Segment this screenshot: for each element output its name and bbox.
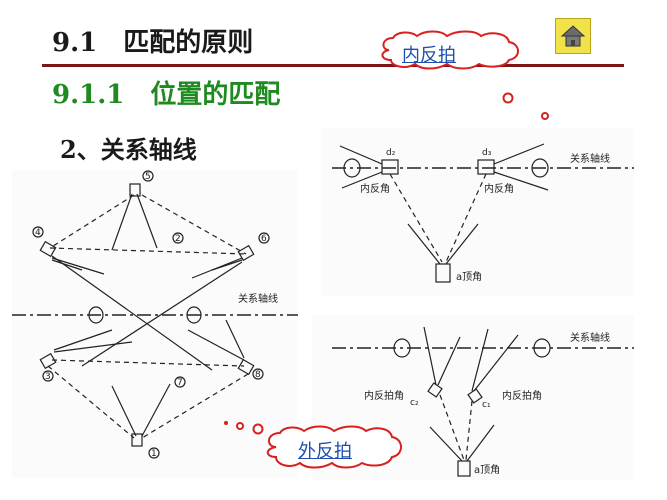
camera-c2-label: c₂ <box>410 398 419 408</box>
top-angle-right-label: 内反角 <box>484 182 514 195</box>
camera-d3-label: d₃ <box>482 148 492 158</box>
left-label-8: 8 <box>255 370 261 380</box>
top-apex-label: a顶角 <box>456 271 482 283</box>
section-heading: 2、关系轴线 <box>60 135 197 164</box>
page-title: 9.1 匹配的原则 <box>52 28 254 58</box>
outer-callout-text: 外反拍 <box>298 441 352 462</box>
left-label-4: 4 <box>35 228 41 238</box>
top-axis-label: 关系轴线 <box>570 152 610 165</box>
top-angle-left-label: 内反角 <box>360 182 390 195</box>
inner-callout-cloud <box>381 30 519 70</box>
title-rule <box>42 64 624 67</box>
left-axis-label: 关系轴线 <box>238 292 278 305</box>
left-label-2: 2 <box>175 234 181 244</box>
left-label-6: 6 <box>261 234 267 244</box>
bottom-apex-label: a顶角 <box>474 464 500 476</box>
left-label-3: 3 <box>45 372 51 382</box>
bottom-angle-right-label: 内反拍角 <box>502 389 542 402</box>
inner-callout-text: 内反拍 <box>402 45 456 66</box>
outer-callout-dots <box>224 421 264 435</box>
left-label-5: 5 <box>145 172 151 182</box>
camera-d2-label: d₂ <box>386 148 396 158</box>
bottom-axis-label: 关系轴线 <box>570 331 610 344</box>
home-button[interactable] <box>555 18 591 54</box>
camera-c1-label: c₁ <box>482 400 491 410</box>
outer-callout-cloud <box>266 425 402 469</box>
home-icon <box>560 25 586 47</box>
diagram-left: 5 4 6 2 3 8 7 1 关系轴线 <box>12 170 298 478</box>
page-subtitle: 9.1.1 位置的匹配 <box>52 80 281 110</box>
diagram-top-right: d₂ d₃ 内反角 内反角 关系轴线 a顶角 <box>322 128 634 296</box>
left-label-7: 7 <box>177 378 183 388</box>
left-label-1: 1 <box>151 449 157 459</box>
bottom-angle-left-label: 内反拍角 <box>364 389 404 402</box>
